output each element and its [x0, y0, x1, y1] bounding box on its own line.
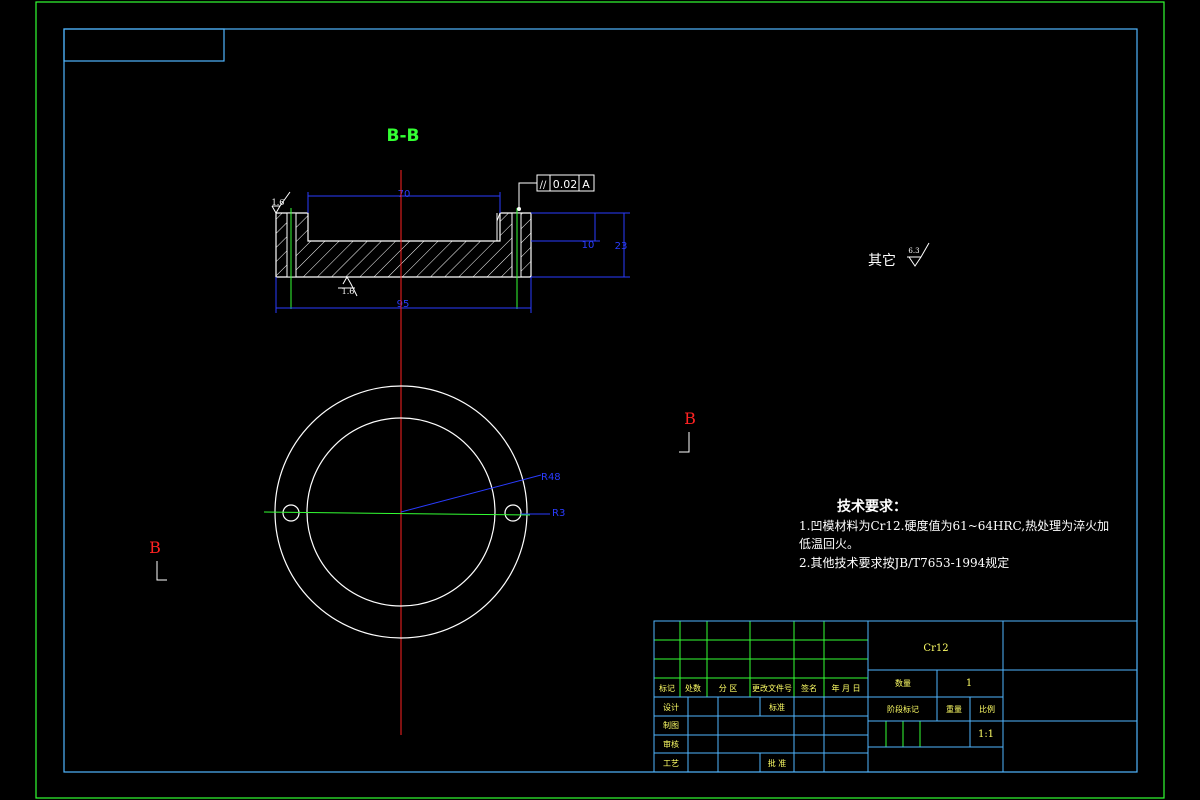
tb-stage-label: 阶段标记	[887, 704, 919, 714]
plan-dimension-leaders	[400, 474, 550, 515]
roughness-symbol-bottom	[338, 275, 358, 297]
tb-scale-value: 1:1	[978, 729, 994, 740]
section-mark-left: B	[149, 538, 161, 557]
roughness-left-value: 1.6	[272, 198, 285, 207]
tech-req-line2: 低温回火。	[799, 537, 859, 551]
tb-weight-label: 重量	[946, 704, 962, 714]
tolerance-value: 0.02	[553, 178, 578, 191]
dim-overall-height: 23	[615, 241, 628, 252]
drawing-frame	[63, 28, 1138, 773]
tb-process-label: 工艺	[663, 759, 679, 768]
tb-header-zone: 分 区	[719, 684, 738, 693]
right-hole	[504, 504, 522, 522]
tb-approve-label: 批 准	[768, 758, 787, 768]
tb-design-label: 设计	[663, 702, 679, 712]
tolerance-datum: A	[582, 178, 590, 191]
tech-req-line3: 2.其他技术要求按JB/T7653-1994规定	[799, 555, 1009, 570]
other-roughness-label: 其它	[868, 252, 896, 269]
roughness-symbol-left	[271, 191, 291, 215]
tolerance-symbol: //	[540, 180, 547, 191]
dim-overall-width: 95	[397, 299, 410, 310]
section-dimensions	[275, 192, 630, 313]
tb-standard-label: 标准	[769, 702, 785, 712]
horizontal-centerline	[263, 511, 531, 516]
section-view	[275, 208, 532, 309]
section-arrow-left	[156, 561, 167, 581]
roughness-bottom-value: 1.6	[342, 287, 355, 296]
section-view-title: B-B	[387, 126, 420, 146]
tolerance-frame	[518, 174, 595, 208]
tb-header-mark: 标记	[659, 683, 675, 693]
section-mark-right: B	[684, 409, 696, 428]
tb-drawn-label: 制图	[663, 720, 679, 730]
radius-outer-label: R48	[541, 472, 561, 483]
corner-code-box	[63, 28, 225, 62]
dim-pocket-depth: 10	[582, 240, 595, 251]
outer-border	[35, 1, 1165, 799]
hole-radius-label: R3	[552, 508, 565, 519]
dim-pocket-width: 70	[398, 189, 411, 200]
tb-header-date: 年 月 日	[831, 683, 860, 693]
tb-scale-label: 比例	[979, 704, 995, 714]
section-arrow-right	[679, 432, 690, 453]
other-roughness-symbol	[907, 242, 930, 267]
other-roughness-value: 6.3	[908, 247, 919, 255]
left-hole	[282, 504, 300, 522]
tb-header-sign: 签名	[801, 683, 817, 693]
tb-quantity-value: 1	[966, 678, 972, 689]
title-block-grid	[653, 620, 1138, 773]
tech-req-title: 技术要求：	[837, 498, 907, 515]
section-hatch	[275, 212, 532, 278]
tb-header-count: 处数	[685, 683, 701, 693]
tb-material: Cr12	[923, 643, 948, 654]
tech-req-line1: 1.凹模材料为Cr12.硬度值为61~64HRC,热处理为淬火加	[799, 518, 1109, 533]
tb-check-label: 审核	[663, 739, 679, 749]
tb-header-change-doc: 更改文件号	[752, 683, 792, 693]
tb-quantity-label: 数量	[895, 678, 911, 688]
